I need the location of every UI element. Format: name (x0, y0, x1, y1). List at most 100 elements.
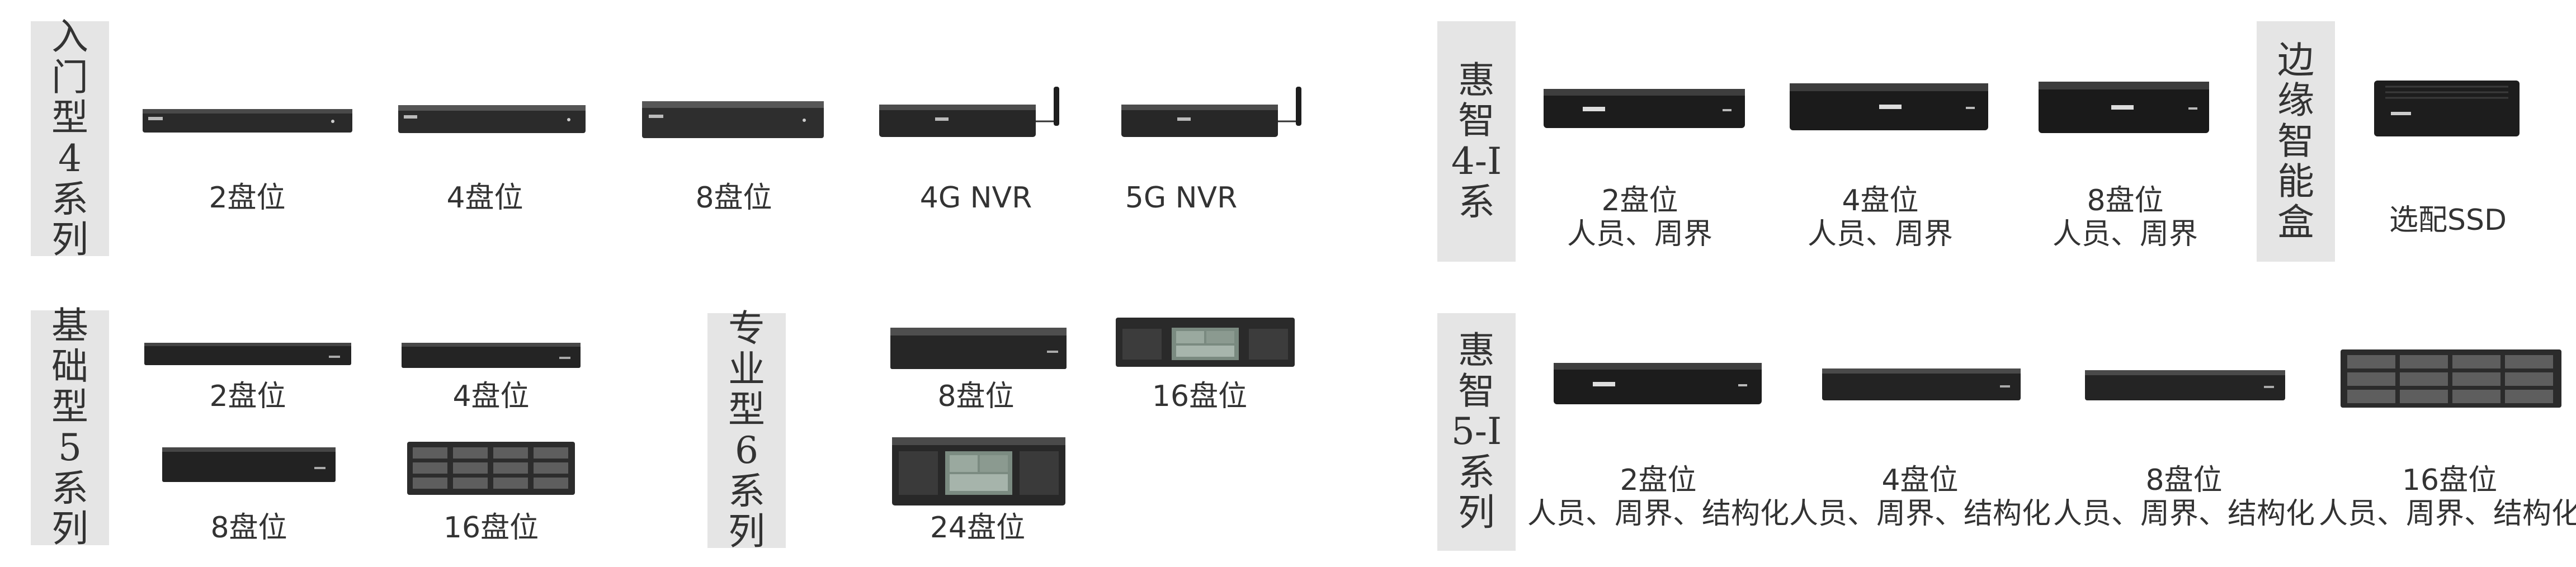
tab-char: 入 (51, 15, 88, 59)
nvr-device-image (890, 325, 1067, 371)
tab-char: 5-I (1451, 410, 1502, 453)
caption-sub: 人员、周界、结构化 (2318, 497, 2576, 531)
caption-label: 2盘位 (209, 380, 286, 413)
caption-label: 8盘位 (210, 511, 287, 545)
caption-label: 8盘位 (937, 380, 1015, 413)
device-caption: 16盘位 人员、周界、结构化 (2319, 464, 2576, 531)
nvr-device-image (162, 445, 336, 486)
caption-label: 2盘位 (209, 181, 286, 215)
tab-char: 列 (1458, 491, 1495, 535)
nvr-rack-device-image (407, 442, 575, 498)
nvr-screen-rack-device-image (892, 437, 1065, 507)
nvr-device-image (398, 101, 586, 137)
device-caption: 8盘位 人员、周界 (2052, 184, 2198, 252)
device-caption: 4盘位 (452, 380, 529, 414)
tab-char: 智 (1458, 369, 1495, 413)
caption-label: 4G NVR (919, 181, 1032, 215)
nvr-device-image (402, 340, 581, 371)
tab-char: 列 (51, 218, 88, 262)
tab-char: 系 (1458, 450, 1495, 494)
tab-char: 型 (51, 96, 88, 140)
nvr-5g-device-image (1121, 87, 1314, 140)
tab-char: 础 (51, 344, 88, 388)
tab-char: 惠 (1458, 329, 1495, 372)
tab-char: 盒 (2277, 200, 2314, 244)
caption-label: 选配SSD (2389, 204, 2507, 237)
series-tab-entry-4: 入 门 型 4 系 列 (31, 17, 109, 260)
tab-char: 5 (58, 426, 82, 469)
tab-char: 惠 (1458, 58, 1495, 102)
caption-label: 16盘位 (2402, 464, 2498, 497)
nvr-rack-device-image (2341, 349, 2561, 410)
device-caption: 8盘位 (210, 511, 287, 545)
tab-char: 6 (735, 429, 758, 472)
tab-char: 系 (51, 177, 88, 221)
device-caption: 2盘位 (209, 380, 286, 414)
device-caption: 8盘位 人员、周界、结构化 (2053, 464, 2315, 531)
caption-label: 4盘位 (452, 380, 530, 413)
tab-char: 门 (51, 55, 88, 99)
caption-label: 8盘位 (695, 181, 772, 215)
caption-label: 8盘位 (2087, 184, 2164, 218)
nvr-4g-device-image (879, 87, 1072, 140)
device-caption: 4盘位 人员、周界 (1807, 184, 1954, 252)
caption-sub: 人员、周界 (1567, 217, 1713, 251)
tab-char: 型 (728, 388, 765, 432)
device-caption: 5G NVR (1125, 181, 1238, 215)
nvr-device-image (1790, 81, 1988, 133)
caption-label: 16盘位 (443, 511, 539, 545)
tab-char: 缘 (2277, 79, 2314, 122)
nvr-device-image (1544, 87, 1745, 131)
nvr-device-image (1554, 361, 1762, 407)
tab-char: 智 (1458, 99, 1495, 143)
device-caption: 2盘位 (209, 181, 286, 215)
nvr-device-image (2039, 79, 2209, 135)
caption-label: 16盘位 (1152, 380, 1248, 413)
nvr-device-image (143, 103, 352, 137)
caption-sub: 人员、周界、结构化 (1789, 497, 2051, 531)
tab-char: 系 (1458, 180, 1495, 224)
device-caption: 2盘位 人员、周界、结构化 (1527, 464, 1789, 531)
caption-sub: 人员、周界 (1807, 217, 1954, 251)
tab-char: 列 (51, 507, 88, 551)
series-tab-smart-5i: 惠 智 5-I 系 列 (1437, 313, 1516, 551)
series-tab-basic-5: 基 础 型 5 系 列 (31, 306, 109, 549)
nvr-device-image (642, 98, 824, 141)
caption-label: 24盘位 (930, 511, 1026, 545)
tab-char: 型 (51, 385, 88, 429)
device-caption: 4G NVR (919, 181, 1032, 215)
device-caption: 8盘位 (937, 380, 1014, 414)
device-caption: 8盘位 (695, 181, 772, 215)
tab-char: 系 (728, 469, 765, 513)
tab-char: 基 (51, 304, 88, 348)
nvr-screen-device-image (1116, 318, 1295, 369)
caption-label: 8盘位 (2145, 464, 2223, 497)
tab-char: 列 (728, 510, 765, 554)
caption-sub: 人员、周界 (2052, 217, 2198, 251)
tab-char: 4 (58, 137, 82, 180)
series-tab-edge-box: 边 缘 智 能 盒 (2257, 21, 2335, 262)
tab-char: 能 (2277, 160, 2314, 204)
caption-label: 4盘位 (446, 181, 523, 215)
caption-sub: 人员、周界、结构化 (1527, 497, 1790, 531)
series-tab-smart-4i: 惠 智 4-I 系 (1437, 21, 1516, 262)
nvr-device-image (2085, 368, 2285, 403)
series-tab-pro-6: 专 业 型 6 系 列 (707, 309, 786, 552)
tab-char: 系 (51, 466, 88, 510)
tab-char: 业 (728, 347, 765, 391)
device-caption: 24盘位 (930, 511, 1026, 545)
edge-box-device-image (2374, 78, 2520, 140)
device-caption: 16盘位 (1152, 380, 1247, 414)
caption-label: 2盘位 (1620, 464, 1697, 497)
device-caption: 4盘位 (446, 181, 523, 215)
device-caption: 2盘位 人员、周界 (1567, 184, 1713, 252)
nvr-device-image (1822, 366, 2021, 403)
tab-char: 边 (2277, 38, 2314, 82)
device-caption: 选配SSD (2389, 204, 2507, 238)
caption-label: 4盘位 (1842, 184, 1919, 218)
caption-label: 2盘位 (1601, 184, 1678, 218)
caption-label: 4盘位 (1881, 464, 1959, 497)
caption-sub: 人员、周界、结构化 (2053, 497, 2315, 531)
nvr-device-image (144, 340, 351, 368)
device-caption: 16盘位 (443, 511, 539, 545)
